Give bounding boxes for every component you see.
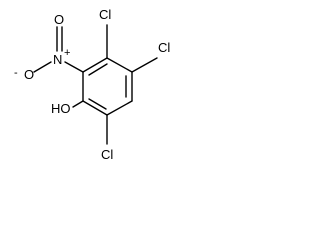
chlorine-right-label: Cl [158,40,170,55]
chlorine-top-label: Cl [99,7,111,22]
chemical-structure: Cl Cl Cl N + O O - HO [14,7,170,162]
nitro-oxygen-left-label: O [24,67,34,82]
bond-c3-cl-right [131,57,158,73]
nitro-nitrogen-charge: + [64,47,70,59]
ring-bond-c5-c6 [82,100,108,116]
bond-nitro-n-o-left [33,61,52,73]
benzene-ring [82,57,133,116]
ring-bond-c2-c3 [106,57,133,73]
bond-c6-hydroxyl [72,100,84,108]
ring-double-bond-c5-c6 [88,98,107,110]
nitro-oxygen-charge: - [14,67,18,79]
hydroxyl-label: HO [51,101,71,116]
bond-c1-nitro-n [64,61,84,73]
ring-double-bond-c1-c2 [88,63,108,76]
ring-bond-c1-c2 [82,57,108,73]
nitro-nitrogen-label: N [53,52,62,67]
nitro-oxygen-top-label: O [54,12,64,27]
ring-bond-c4-c5 [106,100,133,116]
chlorine-bottom-label: Cl [101,147,113,162]
